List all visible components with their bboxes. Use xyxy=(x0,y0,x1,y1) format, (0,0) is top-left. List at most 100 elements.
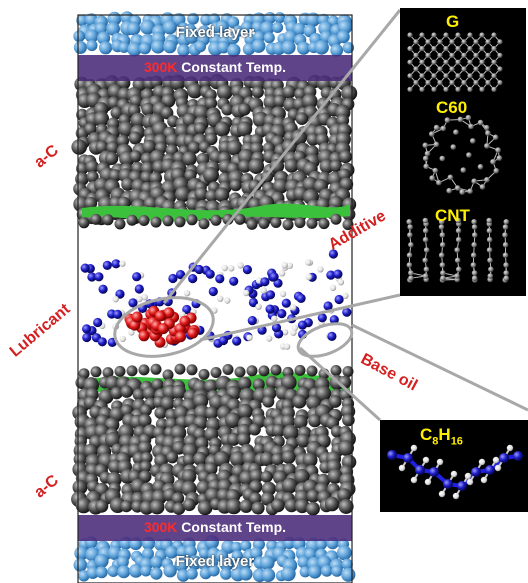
cnt-atom xyxy=(438,224,445,230)
carbon-atom xyxy=(271,423,286,438)
c60-atom xyxy=(465,114,472,121)
c8h16-molecule xyxy=(387,444,523,500)
carbon-atom xyxy=(138,470,152,483)
cnt-atom xyxy=(439,232,446,238)
c60-atom xyxy=(423,163,430,170)
graphene-atom xyxy=(431,46,437,52)
hydrogen-atom xyxy=(279,290,287,298)
hydrogen-atom xyxy=(424,478,432,486)
lubricant-carbon-atom xyxy=(134,284,144,294)
fixed-atom xyxy=(274,12,286,24)
graphene-atom xyxy=(437,39,443,45)
fixed-atom xyxy=(261,568,276,582)
hydrogen-atom xyxy=(217,295,224,302)
fixed-atom xyxy=(215,20,229,34)
fixed-atom xyxy=(176,569,190,582)
carbon-atom xyxy=(71,139,87,155)
graphene-atom xyxy=(479,73,485,79)
lubricant-carbon-atom xyxy=(333,269,343,279)
carbon-atom xyxy=(225,498,242,515)
lubricant-carbon-atom xyxy=(94,272,104,282)
carbon-atom xyxy=(193,393,209,409)
carbon-atom xyxy=(186,214,198,226)
graphene-atom xyxy=(491,73,497,79)
graphene-atom xyxy=(437,80,443,86)
fixed-atom xyxy=(231,550,243,562)
carbon-atom xyxy=(120,385,133,398)
carbon-atom xyxy=(128,131,142,145)
fixed-atom xyxy=(297,555,310,569)
chain-carbon-atom xyxy=(471,467,481,477)
fixed-atom xyxy=(208,564,220,577)
lubricant-carbon-atom xyxy=(218,335,229,346)
carbon-atom xyxy=(306,489,320,503)
cnt-atom xyxy=(406,262,413,268)
additive-leader-upper xyxy=(162,9,402,304)
carbon-atom xyxy=(72,479,88,495)
graphene-atom xyxy=(455,59,461,65)
hydrogen-atom xyxy=(337,279,345,286)
graphene-atom xyxy=(431,73,437,79)
carbon-atom xyxy=(330,365,342,376)
carbon-atom xyxy=(284,498,299,513)
fixed-atom xyxy=(217,41,230,54)
fixed-atom xyxy=(305,12,321,27)
graphene-atom xyxy=(419,73,425,79)
lubricant-carbon-atom xyxy=(342,307,352,317)
cnt-atom xyxy=(423,266,430,273)
graphene-atom xyxy=(473,66,479,72)
hydrogen-atom xyxy=(255,303,262,310)
fixed-atom xyxy=(299,566,311,578)
c60-atom xyxy=(433,141,440,148)
hydrogen-atom xyxy=(266,335,273,342)
carbon-atom xyxy=(237,121,253,137)
top-amorphous-carbon-slab xyxy=(71,74,358,226)
graphene-atom xyxy=(425,66,431,72)
lubricant-carbon-atom xyxy=(329,315,339,325)
lubricant-carbon-atom xyxy=(260,277,270,287)
fixed-atom xyxy=(127,42,142,57)
graphene-label: G xyxy=(446,12,460,31)
c60-atom xyxy=(422,155,429,162)
cnt-atom xyxy=(471,275,478,282)
graphene-atom xyxy=(407,46,413,52)
lubricant-carbon-atom xyxy=(297,320,308,330)
carbon-atom xyxy=(174,216,186,228)
cnt-atom xyxy=(503,219,510,225)
fixed-atom xyxy=(177,44,190,57)
carbon-atom xyxy=(194,187,209,201)
fixed-atom xyxy=(187,555,203,570)
fixed-atom xyxy=(272,22,284,33)
graphene-atom xyxy=(413,66,419,72)
carbon-atom xyxy=(246,218,258,230)
base-oil-leader-upper xyxy=(351,323,528,412)
c60-atom xyxy=(439,155,446,162)
fixed-atom xyxy=(184,545,198,558)
cnt-atom xyxy=(471,242,478,248)
lubricant-carbon-atom xyxy=(248,297,258,308)
cnt-atom xyxy=(456,266,462,273)
graphene-atom xyxy=(425,52,431,59)
hydrogen-atom xyxy=(224,297,231,304)
c60-atom xyxy=(432,167,439,174)
lubricant-carbon-atom xyxy=(323,301,333,311)
graphene-atom xyxy=(419,32,425,38)
cnt-atom xyxy=(471,219,477,225)
carbon-atom xyxy=(132,388,146,401)
hydrogen-atom xyxy=(290,329,297,336)
fixed-atom xyxy=(73,41,87,54)
lubricant-carbon-atom xyxy=(82,332,92,343)
graphene-atom xyxy=(407,73,413,79)
carbon-atom xyxy=(114,365,126,377)
fixed-atom xyxy=(308,565,322,579)
fixed-atom xyxy=(260,21,275,36)
lubricant-carbon-atom xyxy=(113,309,123,319)
additive-atom xyxy=(131,311,143,323)
carbon-atom xyxy=(248,423,261,436)
c60-atom xyxy=(493,168,500,174)
graphene-atom xyxy=(461,80,467,86)
carbon-atom xyxy=(186,364,198,376)
c60-atom xyxy=(440,125,447,132)
carbon-atom xyxy=(262,395,275,408)
fixed-atom xyxy=(341,558,353,570)
